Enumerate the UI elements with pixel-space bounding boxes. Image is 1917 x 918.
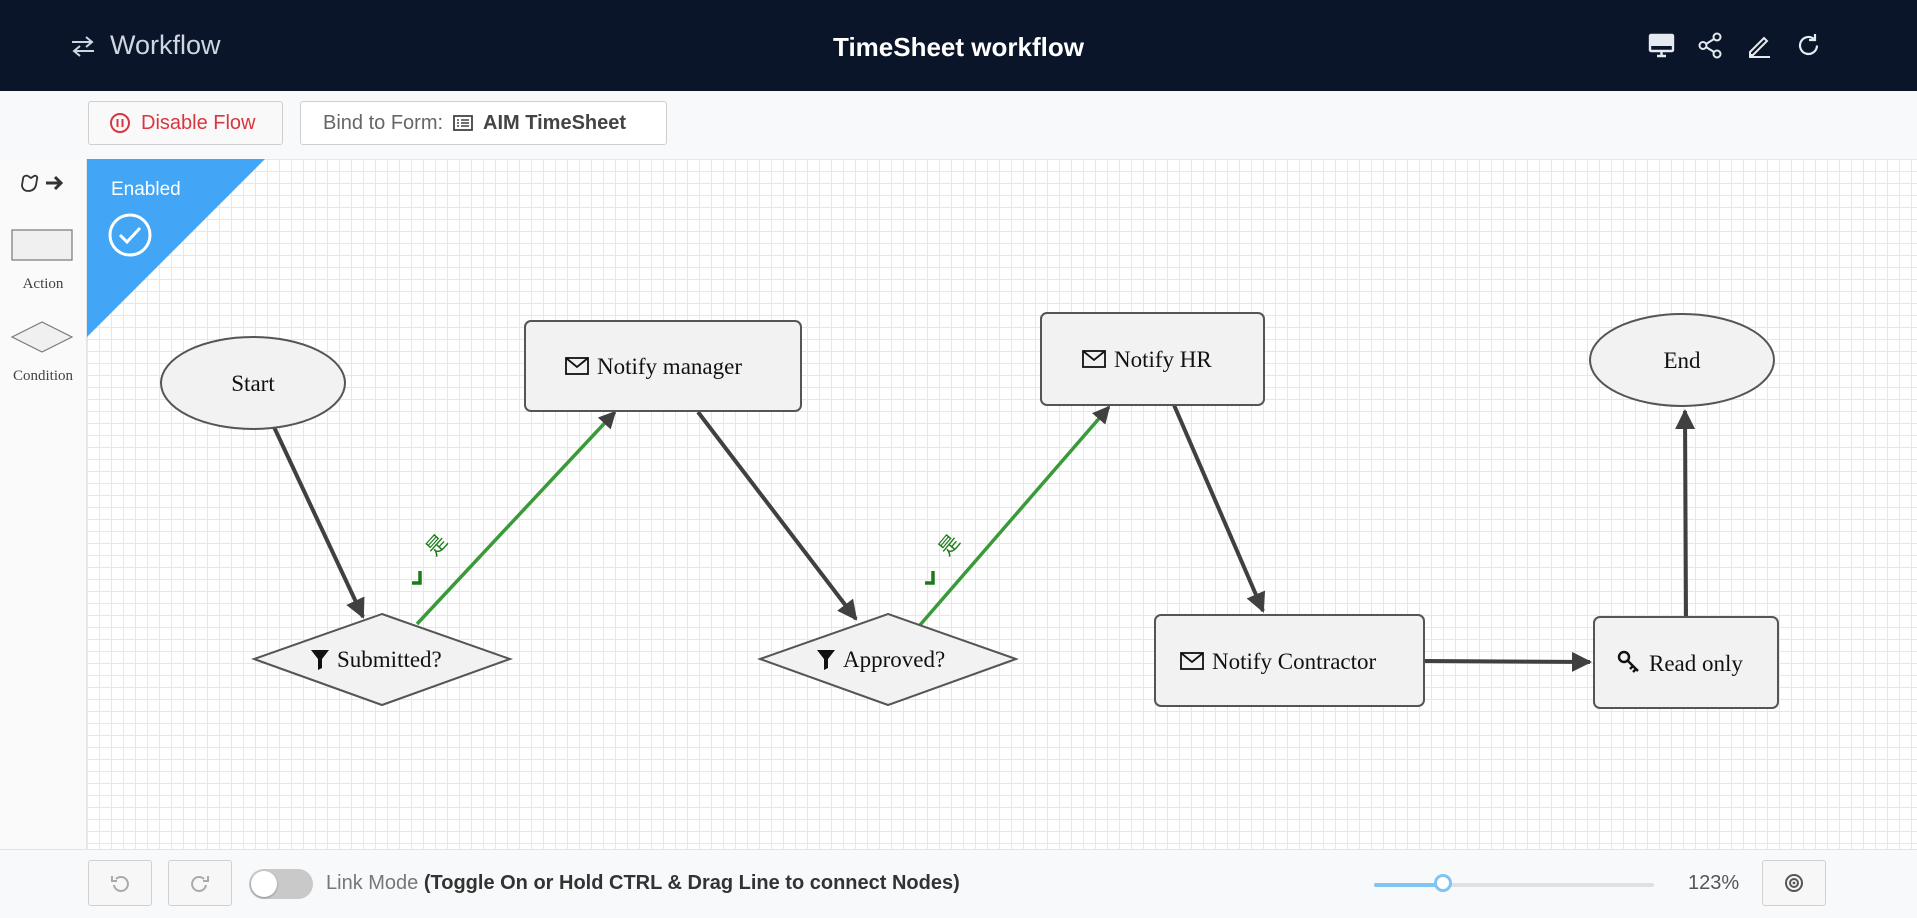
redo-icon xyxy=(191,876,209,892)
envelope-icon xyxy=(565,357,589,375)
check-circle-icon xyxy=(108,213,152,257)
zoom-slider-thumb[interactable] xyxy=(1433,874,1452,892)
yes-label-text: 是 xyxy=(933,529,964,560)
node-read-only[interactable]: Read only xyxy=(1593,616,1779,709)
undo-button[interactable] xyxy=(88,860,152,906)
back-label: Workflow xyxy=(110,30,221,60)
zoom-level: 123% xyxy=(1688,872,1740,894)
yes-label-2: 是 xyxy=(925,529,965,585)
link-mode-label: Link Mode xyxy=(326,872,419,894)
link-mode-toggle[interactable] xyxy=(249,869,313,899)
node-start[interactable]: Start xyxy=(160,336,346,430)
node-end-label: End xyxy=(1663,348,1701,373)
edge-contractor-readonly[interactable] xyxy=(1424,651,1592,672)
enabled-label: Enabled xyxy=(111,179,181,200)
key-icon xyxy=(1617,650,1639,673)
zoom-slider-fill xyxy=(1374,883,1443,887)
workflow-diagram: Enabled 是 是 Start xyxy=(87,159,1779,709)
palette-condition[interactable]: Condition xyxy=(0,321,86,391)
edge-start-submitted[interactable] xyxy=(272,426,365,619)
bind-to-form-button[interactable]: Bind to Form: AIM TimeSheet xyxy=(300,101,667,145)
toggle-knob xyxy=(251,871,277,897)
hand-arrow-icon[interactable] xyxy=(18,171,68,195)
pause-circle-icon xyxy=(110,113,130,133)
redo-button[interactable] xyxy=(168,860,232,906)
node-notify-hr[interactable]: Notify HR xyxy=(1040,312,1265,406)
condition-diamond-shape xyxy=(11,321,73,353)
node-approved-label: Approved? xyxy=(843,647,945,672)
node-submitted[interactable]: Submitted? xyxy=(251,612,513,707)
swap-arrows-icon xyxy=(72,35,94,57)
refresh-icon[interactable] xyxy=(1795,32,1822,59)
monitor-icon[interactable] xyxy=(1648,32,1675,59)
header-tools xyxy=(1648,32,1822,59)
envelope-icon xyxy=(1082,350,1106,368)
share-icon[interactable] xyxy=(1697,32,1724,59)
filter-icon xyxy=(817,650,835,670)
disable-flow-button[interactable]: Disable Flow xyxy=(88,101,283,145)
back-to-workflow-button[interactable]: Workflow xyxy=(70,30,221,61)
node-notify-contractor-label: Notify Contractor xyxy=(1212,649,1376,674)
node-notify-hr-label: Notify HR xyxy=(1114,347,1212,372)
bind-to-form-label: Bind to Form: xyxy=(323,111,444,134)
bound-form-name: AIM TimeSheet xyxy=(483,111,627,134)
filter-icon xyxy=(311,650,329,670)
yes-label-text: 是 xyxy=(421,529,452,560)
link-mode-text: Link Mode (Toggle On or Hold CTRL & Drag… xyxy=(326,872,960,895)
palette-action-label: Action xyxy=(22,276,64,292)
enabled-banner: Enabled xyxy=(87,159,265,337)
edge-approved-yes[interactable] xyxy=(918,405,1111,627)
edge-readonly-end[interactable] xyxy=(1675,409,1696,619)
disable-flow-label: Disable Flow xyxy=(141,111,256,134)
node-read-only-label: Read only xyxy=(1649,651,1743,676)
zoom-slider[interactable] xyxy=(1374,874,1654,892)
node-start-label: Start xyxy=(231,371,275,396)
edge-hr-contractor[interactable] xyxy=(1172,404,1266,613)
envelope-icon xyxy=(1180,652,1204,670)
fit-view-button[interactable] xyxy=(1762,860,1826,906)
app-header: Workflow TimeSheet workflow xyxy=(0,0,1917,91)
canvas-footer: Link Mode (Toggle On or Hold CTRL & Drag… xyxy=(0,849,1917,918)
target-icon xyxy=(1785,874,1803,892)
edit-pencil-icon[interactable] xyxy=(1746,32,1773,59)
edge-submitted-yes[interactable] xyxy=(415,410,617,626)
node-notify-contractor[interactable]: Notify Contractor xyxy=(1154,614,1425,707)
action-rectangle-shape xyxy=(11,229,73,261)
undo-icon xyxy=(111,876,129,892)
workflow-canvas[interactable]: Enabled 是 是 Start xyxy=(87,159,1917,849)
node-approved[interactable]: Approved? xyxy=(757,612,1019,707)
flow-toolbar: Disable Flow Bind to Form: AIM TimeSheet xyxy=(0,91,1917,160)
form-list-icon xyxy=(453,115,473,131)
link-mode-hint: (Toggle On or Hold CTRL & Drag Line to c… xyxy=(423,872,960,894)
node-notify-manager[interactable]: Notify manager xyxy=(524,320,802,412)
node-palette: Action Condition xyxy=(0,159,87,849)
page-title: TimeSheet workflow xyxy=(833,32,1084,62)
node-notify-manager-label: Notify manager xyxy=(597,354,742,379)
yes-label-1: 是 xyxy=(412,529,452,585)
node-end[interactable]: End xyxy=(1589,313,1775,407)
edge-manager-approved[interactable] xyxy=(696,410,858,621)
palette-condition-label: Condition xyxy=(12,368,73,384)
palette-action[interactable]: Action xyxy=(0,229,86,299)
node-submitted-label: Submitted? xyxy=(337,647,442,672)
